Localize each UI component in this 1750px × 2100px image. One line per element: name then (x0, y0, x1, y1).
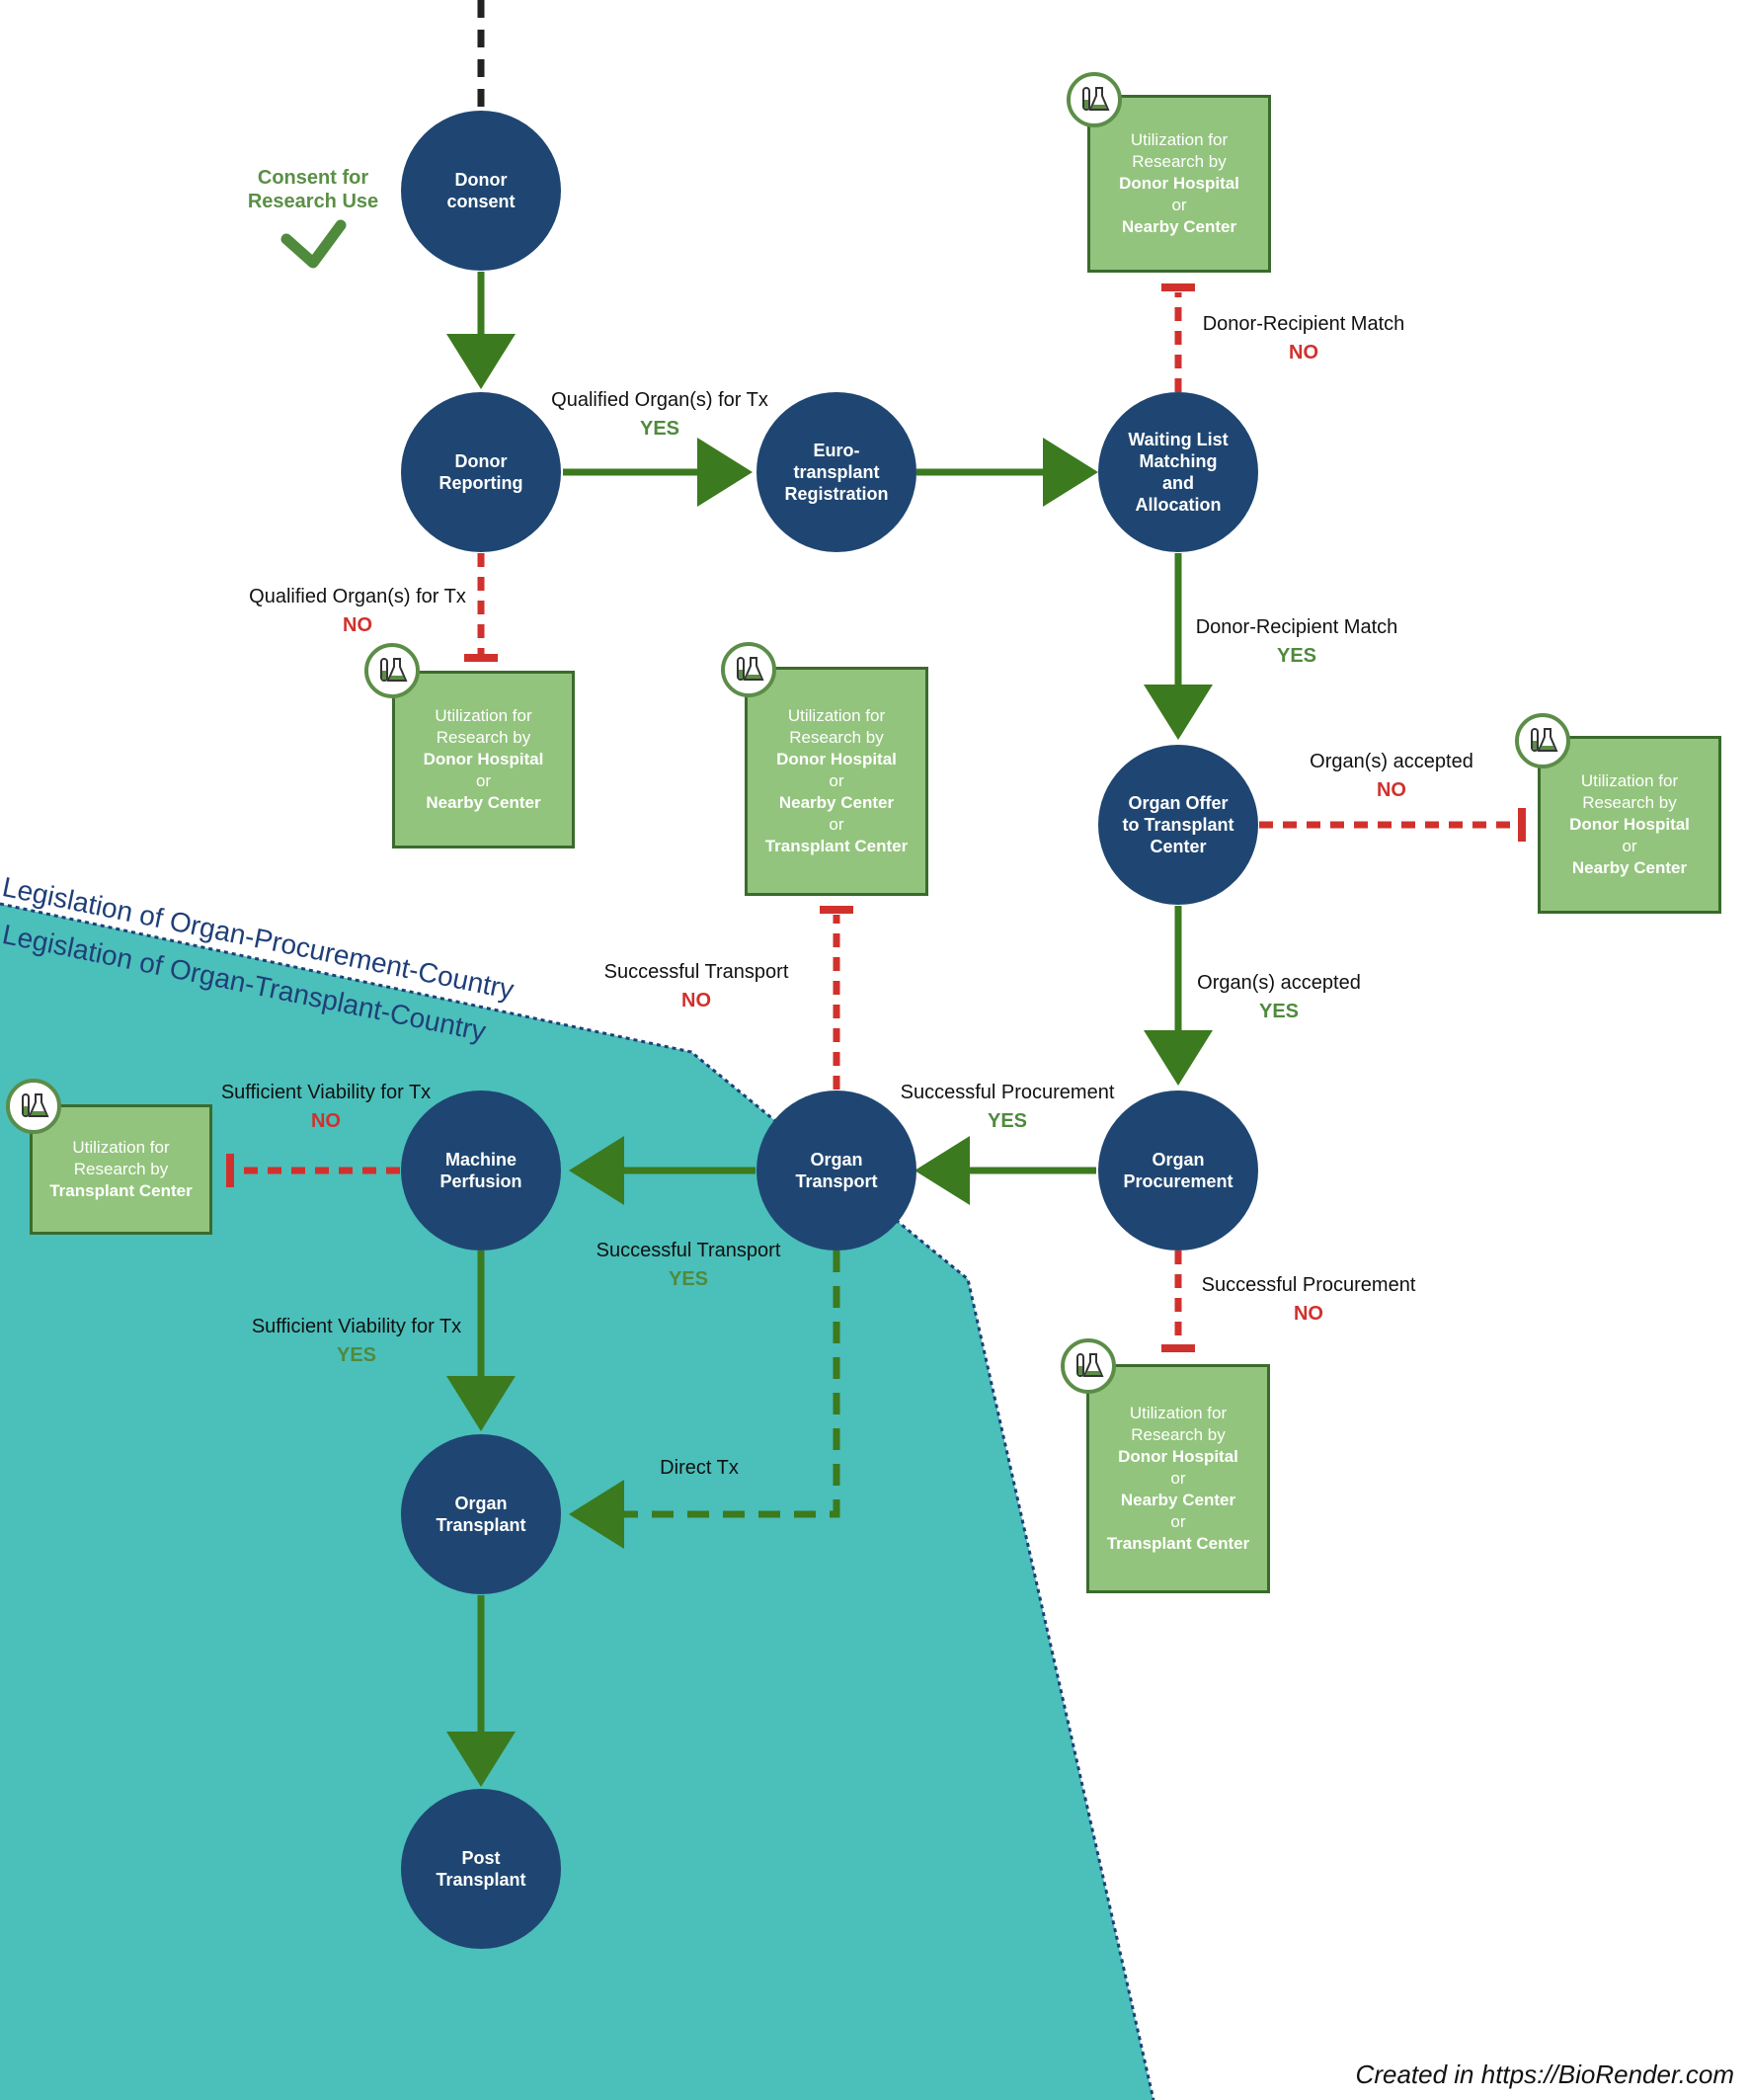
inhibit-procurement (1161, 1251, 1195, 1352)
inhibit-perfusion (226, 1154, 400, 1187)
node-machine-perfusion[interactable]: Machine Perfusion (401, 1090, 561, 1251)
node-organ-transplant[interactable]: Organ Transplant (401, 1434, 561, 1594)
node-donor-reporting[interactable]: Donor Reporting (401, 392, 561, 552)
flask-test-tube-icon (1067, 72, 1122, 127)
node-organ-transport[interactable]: Organ Transport (756, 1090, 916, 1251)
flask-test-tube-icon (721, 642, 776, 697)
arrow-direct-tx (569, 1251, 840, 1549)
node-post-transplant[interactable]: Post Transplant (401, 1789, 561, 1949)
node-organ-offer[interactable]: Organ Offer to Transplant Center (1098, 745, 1258, 905)
inhibit-waiting (1161, 283, 1195, 392)
flask-test-tube-icon (1061, 1338, 1116, 1394)
biorender-credit: Created in https://BioRender.com (1355, 2060, 1734, 2089)
inhibit-transport (820, 906, 853, 1090)
checkmark-icon (280, 219, 347, 269)
node-waiting-list[interactable]: Waiting List Matching and Allocation (1098, 392, 1258, 552)
flask-test-tube-icon (1515, 713, 1570, 768)
label-direct-tx: Direct Tx (660, 1457, 739, 1479)
inhibit-reporting (464, 553, 498, 662)
node-donor-consent[interactable]: Donor consent (401, 111, 561, 271)
flask-test-tube-icon (6, 1079, 61, 1134)
flask-test-tube-icon (364, 643, 420, 698)
inhibit-offer (1259, 808, 1526, 842)
node-eurotransplant[interactable]: Euro- transplant Registration (756, 392, 916, 552)
node-organ-procurement[interactable]: Organ Procurement (1098, 1090, 1258, 1251)
